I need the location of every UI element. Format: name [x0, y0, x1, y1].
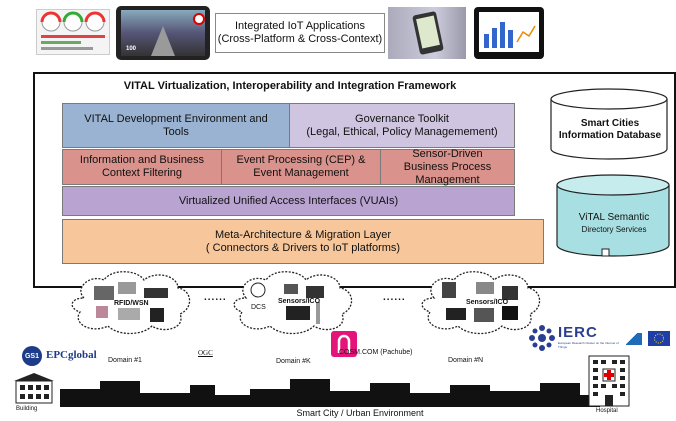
semantic-directory-cylinder [556, 174, 670, 257]
hospital-icon [588, 355, 630, 407]
cloud1-label: RFID/WSN [114, 300, 149, 307]
db1-line1: Smart Cities [580, 118, 640, 129]
ierc-logo-text: IERC [558, 324, 598, 341]
domain-n-label: Domain #N [448, 357, 484, 364]
smart-cities-database-cylinder [550, 88, 668, 160]
cosm-label: COSM.COM (Pachube) [339, 349, 413, 356]
epcglobal-logo: EPCglobal [46, 349, 97, 361]
governance-line2: (Legal, Ethical, Policy Managemement) [306, 125, 498, 138]
semantic-directory-label: ViTAL Semantic Directory Services [557, 212, 671, 236]
dots-left: ...... [204, 292, 227, 303]
speed-readout: 100 [126, 46, 137, 52]
dev-environment-box: VITAL Development Environment and Tools [62, 103, 290, 148]
smartphone-photo [388, 7, 466, 59]
meta-architecture-box: Meta-Architecture & Migration Layer ( Co… [62, 219, 544, 264]
domain-k-label: Domain #K [276, 358, 311, 365]
chart-tablet-thumbnail [474, 7, 544, 59]
domain-1-label: Domain #1 [108, 357, 142, 364]
info-business-filter-box: Information and Business Context Filteri… [62, 149, 222, 185]
cep-line2: Event Management [253, 167, 349, 179]
ierc-subtitle: European Research Cluster on the Interne… [558, 341, 619, 349]
cloud3-label: Sensors/ICO [466, 299, 509, 306]
city-skyline [60, 379, 600, 407]
sensor-bpm-box: Sensor-Driven Business Process Managemen… [380, 148, 515, 186]
city-label: Smart City / Urban Environment [296, 408, 424, 418]
gs1-logo: GS1 [22, 346, 42, 366]
vuai-box: Virtualized Unified Access Interfaces (V… [62, 186, 515, 216]
framework-title: VITAL Virtualization, Interoperability a… [123, 80, 457, 92]
cep-line1: Event Processing (CEP) & [236, 154, 366, 166]
smart-cities-db-label: Smart Cities Information Database [553, 118, 667, 142]
governance-line1: Governance Toolkit [355, 112, 449, 125]
meta-line2: ( Connectors & Drivers to IoT platforms) [205, 241, 401, 254]
integrated-iot-applications-box: Integrated IoT Applications (Cross-Platf… [215, 13, 385, 53]
dashboard-gauges-thumbnail [36, 9, 110, 55]
governance-toolkit-box: Governance Toolkit (Legal, Ethical, Poli… [289, 103, 515, 148]
dots-right: ...... [383, 292, 406, 303]
apps-title-line2: (Cross-Platform & Cross-Context) [217, 33, 383, 45]
db2-line1: ViTAL Semantic [578, 212, 650, 223]
hospital-label: Hospital [596, 408, 618, 414]
dcs-label: DCS [251, 304, 266, 311]
top-applications-row: 100 Integrated IoT Applications (Cross-P… [0, 0, 676, 62]
meta-line1: Meta-Architecture & Migration Layer [214, 228, 392, 241]
ierc-gear-icon [529, 325, 555, 351]
db2-line2: Directory Services [581, 225, 647, 234]
building-icon [14, 371, 54, 405]
event-processing-box: Event Processing (CEP) & Event Managemen… [221, 149, 381, 185]
ogc-logo: OGC [198, 349, 213, 357]
eu-flag-icon [648, 331, 670, 346]
building-label: Building [16, 406, 38, 412]
gs1-text: GS1 [24, 352, 39, 360]
db1-line2: Information Database [558, 130, 662, 141]
apps-title-line1: Integrated IoT Applications [234, 20, 366, 32]
navigation-tablet-thumbnail: 100 [116, 6, 210, 60]
cosm-logo [331, 331, 357, 357]
fp7-logo-icon [626, 333, 642, 345]
domain-clouds [71, 271, 541, 335]
cloud2-label: Sensors/ICO [278, 298, 321, 305]
